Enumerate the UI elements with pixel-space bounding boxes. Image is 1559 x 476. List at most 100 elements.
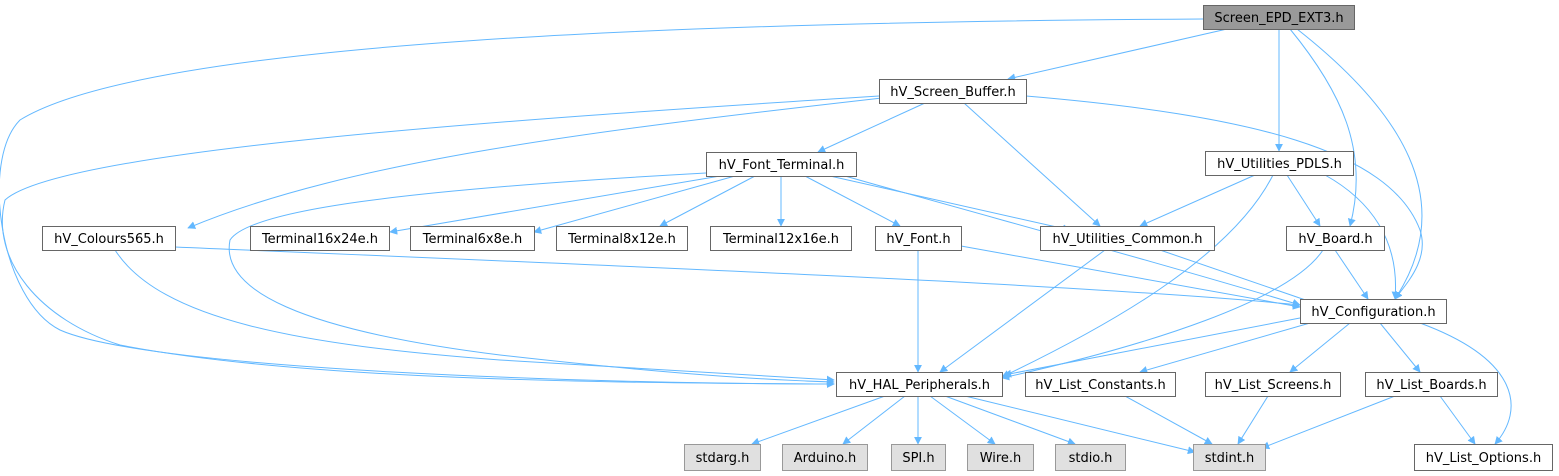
node-box: [250, 226, 390, 251]
node-box: [556, 226, 688, 251]
edge-hv-colours565-to-hv-configuration: [174, 246, 1301, 309]
edge-screen-epd-ext3-to-hv-screen-buffer: [1007, 28, 1228, 82]
edge-hv-list-boards-to-stdint: [1261, 395, 1396, 450]
node-spi[interactable]: SPI.h: [891, 444, 946, 471]
node-label: Terminal16x24e.h: [261, 232, 378, 247]
node-label: hV_List_Options.h: [1426, 451, 1541, 466]
node-stdarg[interactable]: stdarg.h: [684, 444, 761, 471]
node-terminal16x24e[interactable]: Terminal16x24e.h: [250, 226, 390, 251]
node-hv-font[interactable]: hV_Font.h: [875, 226, 962, 251]
edge-screen-epd-ext3-to-hv-hal-peripherals: [0, 18, 1204, 388]
node-hv-utilities-common[interactable]: hV_Utilities_Common.h: [1040, 226, 1215, 251]
node-label: Wire.h: [980, 451, 1022, 466]
node-label: Arduino.h: [794, 451, 856, 466]
edge-hv-hal-peripherals-to-arduino: [842, 395, 906, 445]
node-box: [1205, 372, 1341, 397]
edge-hv-screen-buffer-to-hv-hal-peripherals: [1, 95, 880, 388]
node-hv-list-constants[interactable]: hV_List_Constants.h: [1025, 372, 1176, 397]
edge-hv-font-terminal-to-hv-utilities-common: [829, 175, 1071, 233]
node-box: [684, 444, 761, 471]
node-hv-utilities-pdls[interactable]: hV_Utilities_PDLS.h: [1205, 151, 1354, 176]
edge-hv-colours565-to-hv-hal-peripherals: [114, 249, 835, 384]
node-wire[interactable]: Wire.h: [967, 444, 1034, 471]
edge-hv-hal-peripherals-to-stdarg: [751, 395, 886, 446]
node-hv-colours565[interactable]: hV_Colours565.h: [42, 226, 176, 251]
edge-hv-configuration-to-hv-list-boards: [1379, 322, 1421, 373]
edge-hv-utilities-pdls-to-hv-utilities-common: [1139, 174, 1256, 227]
edge-hv-hal-peripherals-to-wire: [929, 395, 996, 445]
node-label: Terminal8x12e.h: [567, 232, 676, 247]
edge-hv-screen-buffer-to-hv-configuration: [1025, 95, 1423, 300]
node-label: Terminal12x16e.h: [722, 232, 839, 247]
node-box: [879, 79, 1027, 104]
node-label: hV_Colours565.h: [54, 232, 164, 247]
node-box: [1040, 226, 1215, 251]
node-hv-screen-buffer[interactable]: hV_Screen_Buffer.h: [879, 79, 1027, 104]
edge-hv-font-to-hv-configuration: [960, 245, 1301, 310]
node-box: [1365, 372, 1498, 397]
node-box: [710, 226, 852, 251]
edge-hv-font-terminal-to-terminal8x12e: [659, 175, 756, 227]
node-hv-configuration[interactable]: hV_Configuration.h: [1300, 299, 1447, 324]
node-label: hV_Board.h: [1298, 232, 1372, 247]
node-box: [782, 444, 868, 471]
node-box: [967, 444, 1034, 471]
edge-hv-screen-buffer-to-hv-colours565: [187, 97, 883, 229]
edge-hv-list-constants-to-stdint: [1124, 395, 1213, 445]
node-hv-font-terminal[interactable]: hV_Font_Terminal.h: [706, 152, 857, 177]
node-label: hV_Configuration.h: [1311, 305, 1435, 320]
edge-hv-configuration-to-hv-list-screens: [1289, 322, 1351, 373]
edge-hv-utilities-pdls-to-hv-configuration: [1324, 174, 1400, 300]
edge-hv-list-screens-to-stdint: [1237, 395, 1269, 445]
node-box: [42, 226, 176, 251]
node-label: hV_Font_Terminal.h: [719, 158, 845, 173]
node-terminal12x16e[interactable]: Terminal12x16e.h: [710, 226, 852, 251]
edge-hv-utilities-pdls-to-hv-hal-peripherals: [1001, 174, 1274, 378]
node-box: [410, 226, 535, 251]
edge-hv-configuration-to-hv-list-options: [1419, 322, 1512, 445]
node-hv-list-boards[interactable]: hV_List_Boards.h: [1365, 372, 1498, 397]
node-terminal8x12e[interactable]: Terminal8x12e.h: [556, 226, 688, 251]
node-label: hV_Utilities_PDLS.h: [1217, 157, 1342, 172]
node-box: [1193, 444, 1266, 471]
node-arduino[interactable]: Arduino.h: [782, 444, 868, 471]
edge-hv-font-terminal-to-terminal16x24e: [389, 175, 721, 235]
node-box: [1205, 151, 1354, 176]
edge-hv-configuration-to-hv-hal-peripherals: [1003, 317, 1301, 378]
node-hv-board[interactable]: hV_Board.h: [1286, 226, 1385, 251]
edge-hv-font-terminal-to-hv-hal-peripherals: [228, 172, 835, 386]
node-label: stdio.h: [1069, 451, 1113, 466]
node-hv-list-screens[interactable]: hV_List_Screens.h: [1205, 372, 1341, 397]
edge-hv-screen-buffer-to-hv-utilities-common: [963, 102, 1101, 227]
node-label: hV_List_Constants.h: [1035, 378, 1165, 393]
node-box: [1286, 226, 1385, 251]
node-box: [875, 226, 962, 251]
node-label: hV_Font.h: [886, 232, 950, 247]
node-label: stdarg.h: [696, 451, 750, 466]
node-box: [1055, 444, 1126, 471]
node-stdint[interactable]: stdint.h: [1193, 444, 1266, 471]
edge-hv-board-to-hv-configuration: [1334, 249, 1369, 300]
node-box: [836, 372, 1003, 397]
node-box: [1025, 372, 1176, 397]
node-terminal6x8e[interactable]: Terminal6x8e.h: [410, 226, 535, 251]
node-stdio[interactable]: stdio.h: [1055, 444, 1126, 471]
node-hv-hal-peripherals[interactable]: hV_HAL_Peripherals.h: [836, 372, 1003, 397]
node-label: hV_List_Boards.h: [1376, 378, 1486, 393]
node-label: hV_List_Screens.h: [1215, 378, 1332, 393]
node-label: Terminal6x8e.h: [422, 232, 523, 247]
edge-hv-configuration-to-hv-list-constants: [1139, 322, 1311, 374]
node-box: [1300, 299, 1447, 324]
node-box: [1414, 444, 1553, 471]
node-screen-epd-ext3[interactable]: Screen_EPD_EXT3.h: [1203, 5, 1355, 30]
edge-screen-epd-ext3-to-hv-configuration: [1296, 28, 1423, 300]
node-hv-list-options[interactable]: hV_List_Options.h: [1414, 444, 1553, 471]
edge-hv-font-terminal-to-hv-font: [804, 175, 901, 227]
edge-hv-font-terminal-to-terminal6x8e: [533, 175, 736, 234]
node-label: stdint.h: [1205, 451, 1254, 466]
edge-hv-utilities-common-to-hv-hal-peripherals: [939, 249, 1106, 373]
node-label: hV_HAL_Peripherals.h: [849, 378, 990, 393]
node-box: [706, 152, 857, 177]
edge-screen-epd-ext3-to-hv-board: [1289, 28, 1357, 227]
